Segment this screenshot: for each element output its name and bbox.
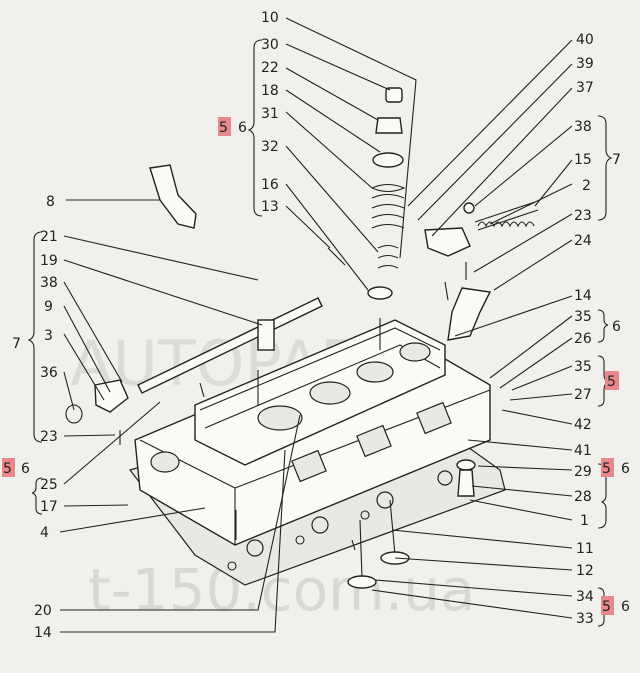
label-28: 28	[574, 489, 592, 505]
label-23-right: 23	[574, 208, 592, 224]
label-27: 27	[574, 387, 592, 403]
label-5-right: 5	[607, 374, 616, 390]
label-11: 11	[576, 541, 594, 557]
label-18: 18	[261, 83, 279, 99]
label-5-left: 5	[3, 461, 12, 477]
label-2: 2	[582, 178, 591, 194]
right-rocker-assembly	[424, 201, 539, 341]
label-5-bottom: 5	[602, 599, 611, 615]
label-6-bottom: 6	[621, 599, 630, 615]
label-15: 15	[574, 152, 592, 168]
label-22: 22	[261, 60, 279, 76]
highlight-5-left	[2, 458, 15, 477]
label-34: 34	[576, 589, 594, 605]
label-25: 25	[40, 477, 58, 493]
label-6-mid: 6	[621, 461, 630, 477]
label-35-bottom: 35	[574, 359, 592, 375]
label-38-left: 38	[40, 275, 58, 291]
highlight-5-top	[218, 117, 231, 136]
label-30: 30	[261, 37, 279, 53]
label-6-right-top: 6	[612, 319, 621, 335]
cylinder-head	[128, 318, 506, 586]
highlight-5-bot	[601, 596, 614, 615]
label-13: 13	[261, 199, 279, 215]
part-labels: 10 30 22 18 5 6 31 32 16 13 8 21 19 38 9…	[3, 10, 630, 641]
label-1: 1	[580, 513, 589, 529]
label-32: 32	[261, 139, 279, 155]
label-33: 33	[576, 611, 594, 627]
valve-spring-stack	[327, 87, 406, 300]
label-20: 20	[34, 603, 52, 619]
highlight-5-mid	[601, 458, 614, 477]
label-14-bottom: 14	[34, 625, 52, 641]
nut-assembly	[456, 459, 476, 497]
label-19: 19	[40, 253, 58, 269]
label-29: 29	[574, 464, 592, 480]
label-42: 42	[574, 417, 592, 433]
label-12: 12	[576, 563, 594, 579]
label-37: 37	[576, 80, 594, 96]
label-5-top: 5	[219, 120, 228, 136]
label-6-top: 6	[238, 120, 247, 136]
label-10: 10	[261, 10, 279, 26]
label-24: 24	[574, 233, 592, 249]
label-4: 4	[40, 525, 49, 541]
label-38-right: 38	[574, 119, 592, 135]
label-5-mid: 5	[602, 461, 611, 477]
label-40: 40	[576, 32, 594, 48]
label-35-top: 35	[574, 309, 592, 325]
label-23-left: 23	[40, 429, 58, 445]
label-7-right: 7	[612, 152, 621, 168]
label-31: 31	[261, 106, 279, 122]
label-21: 21	[40, 229, 58, 245]
label-26: 26	[574, 331, 592, 347]
label-36: 36	[40, 365, 58, 381]
oil-pipe	[149, 164, 197, 229]
label-3: 3	[44, 328, 53, 344]
label-9: 9	[44, 299, 53, 315]
label-8: 8	[46, 194, 55, 210]
leader-lines	[59, 17, 573, 633]
label-17: 17	[40, 499, 58, 515]
label-7-left: 7	[12, 336, 21, 352]
label-6-left: 6	[21, 461, 30, 477]
rocker-shaft	[65, 297, 323, 445]
label-41: 41	[574, 443, 592, 459]
label-39: 39	[576, 56, 594, 72]
label-14-right: 14	[574, 288, 592, 304]
label-16: 16	[261, 177, 279, 193]
highlight-5-right	[605, 371, 619, 390]
